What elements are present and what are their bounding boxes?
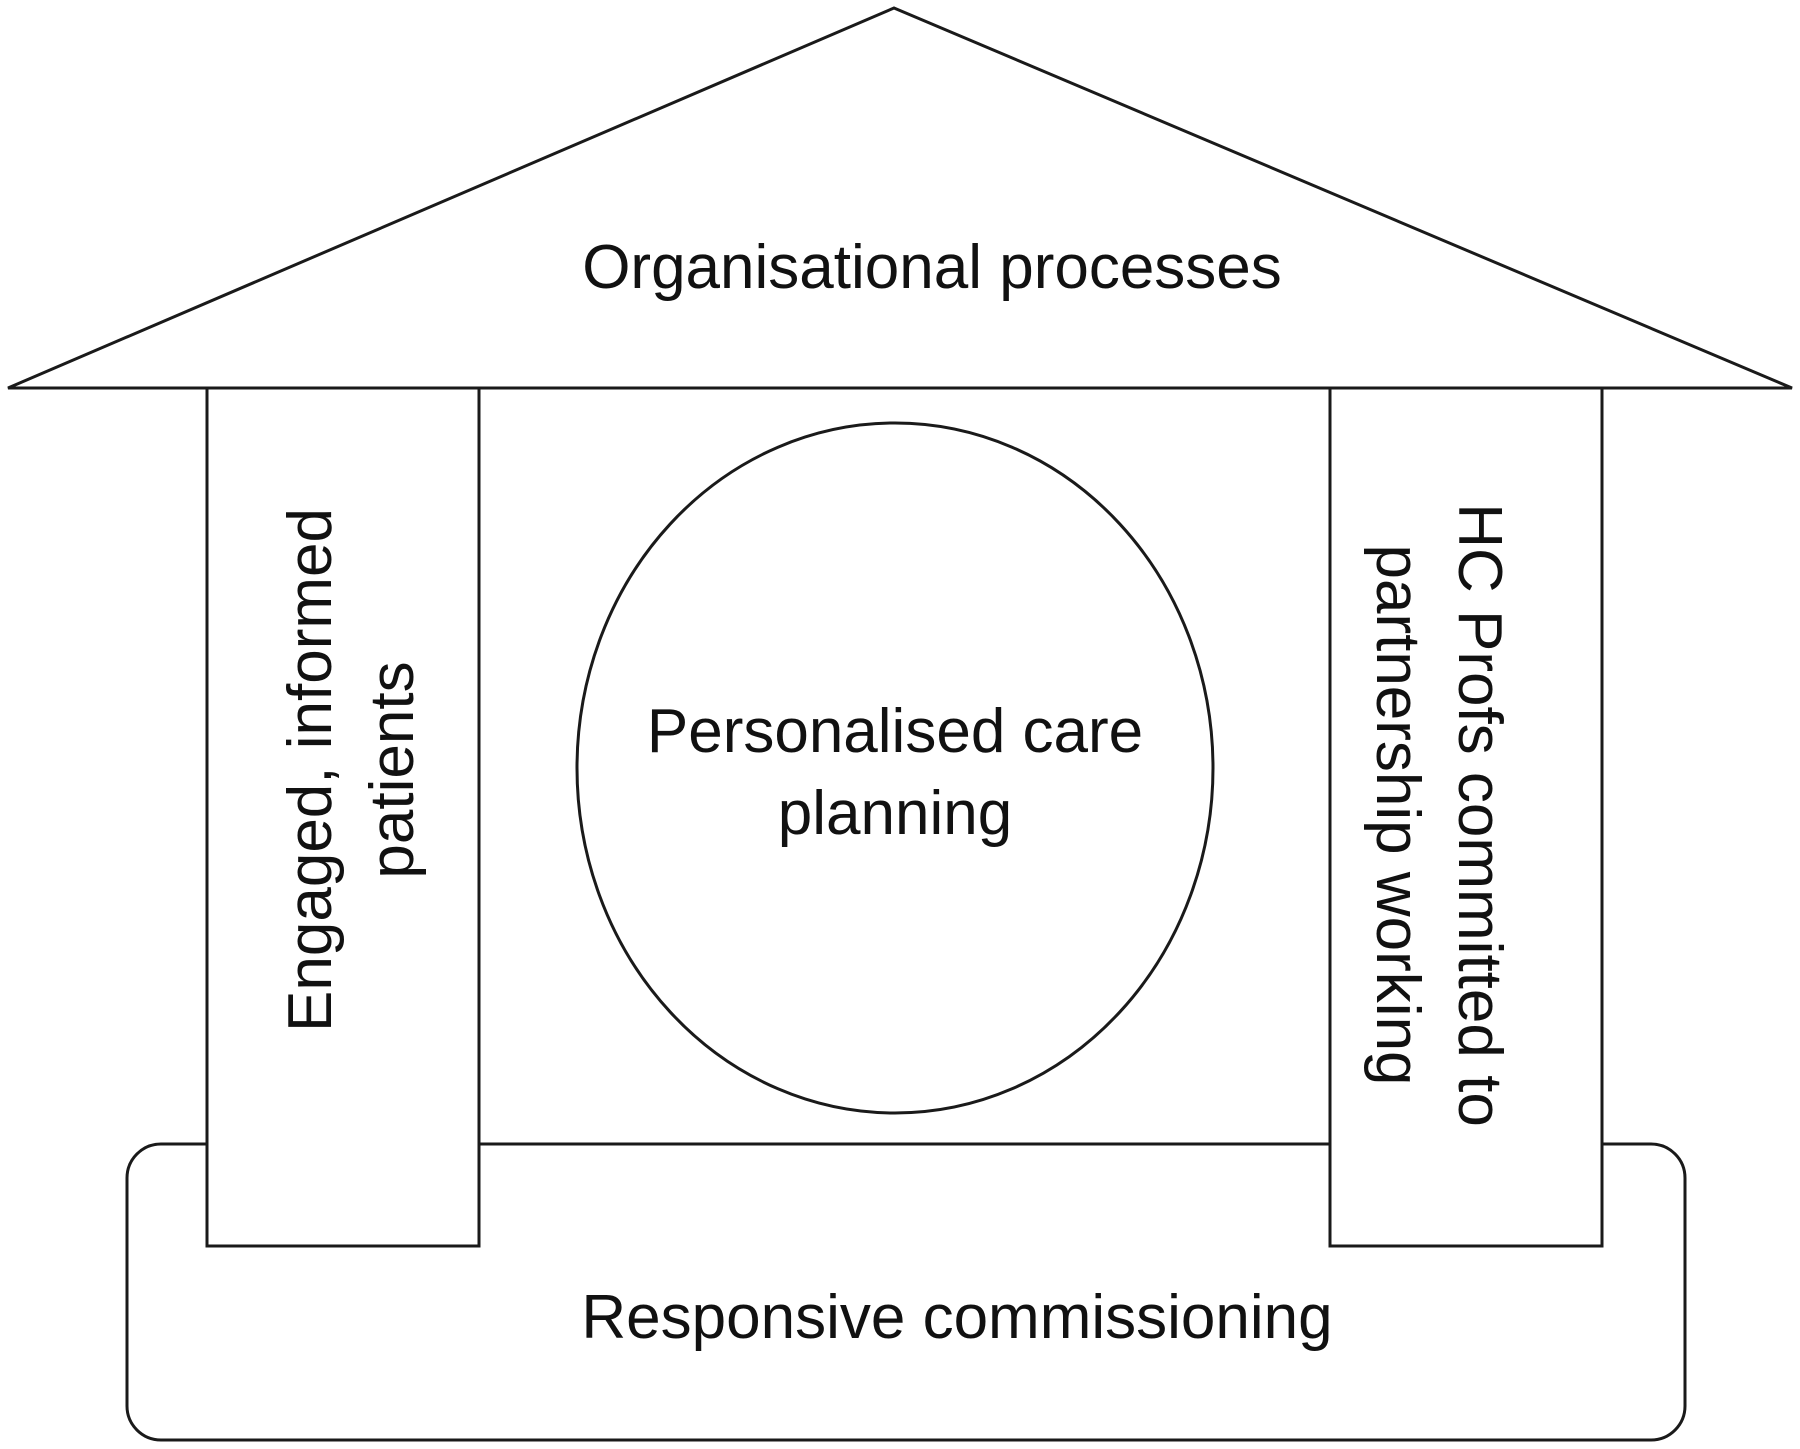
left-pillar-label-line2: patients <box>358 661 427 878</box>
center-label-line1: Personalised care <box>647 697 1143 766</box>
right-pillar-label-line2: partnership working <box>1363 544 1432 1085</box>
left-pillar <box>205 386 481 1248</box>
right-pillar-label-line1: HC Profs committed to <box>1445 503 1514 1127</box>
roof <box>7 6 1793 390</box>
center-label-line2: planning <box>778 779 1012 848</box>
center-circle <box>575 421 1215 1115</box>
left-pillar-label-line1: Engaged, informed <box>276 508 345 1032</box>
roof-label: Organisational processes <box>582 233 1282 302</box>
foundation-label: Responsive commissioning <box>581 1283 1332 1352</box>
